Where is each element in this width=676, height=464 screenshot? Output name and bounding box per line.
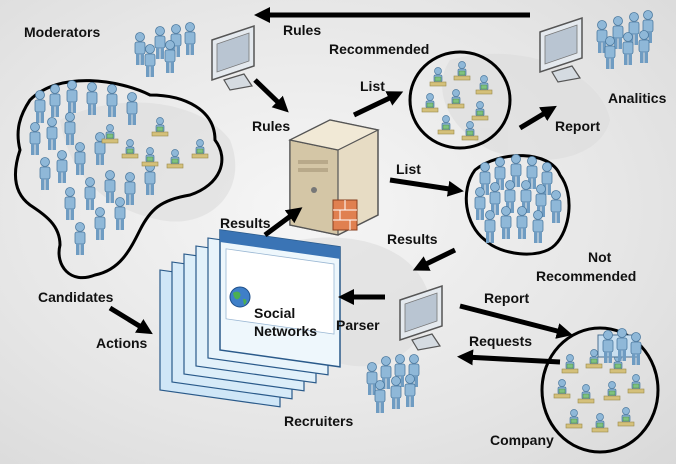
not-recommended-outline [464,154,571,256]
flow-arrows [108,7,573,366]
label-report-lower: Report [484,290,529,306]
arrow-report-upper [518,105,557,131]
label-networks: Networks [254,323,317,339]
label-not-recommended: Recommended [536,268,636,284]
arrow-list-upper [352,91,404,118]
recruiters-group [366,354,420,414]
label-requests: Requests [469,333,532,349]
recommended-outline [408,50,512,150]
label-moderators: Moderators [24,24,100,40]
label-list-lower: List [396,161,421,177]
social-networks-stack [159,229,341,408]
label-rules-mid: Rules [252,118,290,134]
analytics-group [596,10,654,70]
label-actions: Actions [96,335,148,351]
not-recommended-group [464,154,571,256]
label-parser: Parser [336,317,380,333]
label-recruiters: Recruiters [284,413,353,429]
label-rules-top: Rules [283,22,321,38]
label-recommended: Recommended [329,41,429,57]
label-results-left: Results [220,215,271,231]
arrow-rules-mid [253,78,289,113]
arrow-requests [457,349,561,366]
arrow-results-left [263,207,303,238]
label-analytics: Analitics [608,90,667,106]
company-outline [540,326,660,454]
label-results-right: Results [387,231,438,247]
label-list-upper: List [360,78,385,94]
firewall-icon [332,199,358,231]
arrow-list-lower [389,177,464,197]
recommended-group [408,50,512,150]
arrow-results-right [412,247,457,271]
label-company: Company [490,432,554,448]
arrow-actions [108,305,153,335]
monitor-icon [211,25,255,91]
arrow-report-lower [459,303,573,339]
company-group [540,326,660,454]
candidates-group [14,79,224,280]
label-candidates: Candidates [38,289,114,305]
label-social: Social [254,305,295,321]
globe-icon [229,286,251,308]
label-report-upper: Report [555,118,600,134]
candidates-outline [14,79,224,280]
moderators-group [134,22,196,78]
label-not: Not [588,249,612,265]
